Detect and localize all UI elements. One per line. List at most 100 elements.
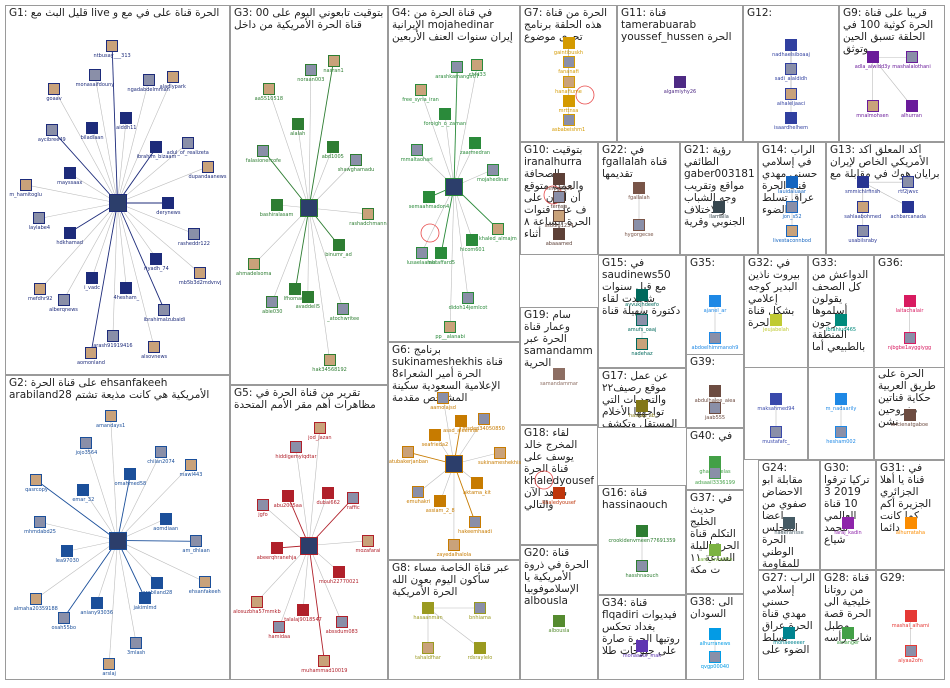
node-avatar[interactable] xyxy=(281,489,294,502)
node-avatar[interactable] xyxy=(437,391,450,404)
node-avatar[interactable] xyxy=(273,621,286,634)
node-avatar[interactable] xyxy=(45,123,58,136)
node-avatar[interactable] xyxy=(902,176,915,189)
node-avatar[interactable] xyxy=(835,313,847,326)
node-avatar[interactable] xyxy=(256,499,269,512)
node-avatar[interactable] xyxy=(61,545,74,558)
node-avatar[interactable] xyxy=(159,512,172,525)
node-avatar[interactable] xyxy=(553,191,565,204)
node-avatar[interactable] xyxy=(633,218,645,231)
node-avatar[interactable] xyxy=(90,596,103,609)
node-avatar[interactable] xyxy=(155,446,168,459)
node-avatar[interactable] xyxy=(412,486,425,499)
node-avatar[interactable] xyxy=(469,515,482,528)
node-avatar[interactable] xyxy=(434,495,447,508)
node-avatar[interactable] xyxy=(120,111,133,124)
node-avatar[interactable] xyxy=(198,575,211,588)
node-avatar[interactable] xyxy=(636,313,648,326)
node-avatar[interactable] xyxy=(86,271,99,284)
node-avatar[interactable] xyxy=(785,111,797,124)
node-avatar[interactable] xyxy=(461,292,474,304)
node-avatar[interactable] xyxy=(323,353,336,366)
node-avatar[interactable] xyxy=(866,99,879,112)
node-avatar[interactable] xyxy=(709,627,721,640)
node-avatar[interactable] xyxy=(103,658,116,671)
node-avatar[interactable] xyxy=(257,144,270,157)
node-avatar[interactable] xyxy=(313,422,326,435)
node-avatar[interactable] xyxy=(553,173,565,186)
node-avatar[interactable] xyxy=(447,538,460,551)
node-avatar[interactable] xyxy=(327,54,340,67)
node-avatar[interactable] xyxy=(785,87,797,100)
node-avatar[interactable] xyxy=(842,627,854,639)
node-avatar[interactable] xyxy=(770,392,782,405)
node-avatar[interactable] xyxy=(428,428,441,441)
node-avatar[interactable] xyxy=(709,384,721,397)
node-avatar[interactable] xyxy=(332,239,345,252)
node-avatar[interactable] xyxy=(713,200,725,213)
node-avatar[interactable] xyxy=(410,144,423,157)
node-avatar[interactable] xyxy=(553,614,565,627)
node-avatar[interactable] xyxy=(633,182,645,195)
node-avatar[interactable] xyxy=(785,39,797,52)
node-avatar[interactable] xyxy=(435,247,448,260)
node-avatar[interactable] xyxy=(905,51,918,64)
hub-node-avatar[interactable] xyxy=(108,194,127,212)
node-avatar[interactable] xyxy=(709,466,721,479)
node-avatar[interactable] xyxy=(786,224,798,237)
node-avatar[interactable] xyxy=(301,291,314,304)
node-avatar[interactable] xyxy=(786,176,798,189)
node-avatar[interactable] xyxy=(785,63,797,76)
node-avatar[interactable] xyxy=(63,167,76,180)
node-avatar[interactable] xyxy=(477,413,490,426)
node-avatar[interactable] xyxy=(842,517,854,529)
node-avatar[interactable] xyxy=(709,331,721,344)
node-avatar[interactable] xyxy=(786,200,798,213)
hub-node-avatar[interactable] xyxy=(300,199,318,217)
node-avatar[interactable] xyxy=(486,163,499,176)
node-avatar[interactable] xyxy=(33,212,46,225)
node-avatar[interactable] xyxy=(903,409,916,421)
node-avatar[interactable] xyxy=(905,99,918,112)
node-avatar[interactable] xyxy=(30,474,43,487)
node-avatar[interactable] xyxy=(562,56,575,69)
node-avatar[interactable] xyxy=(77,483,90,496)
node-avatar[interactable] xyxy=(289,283,302,296)
node-avatar[interactable] xyxy=(415,246,428,259)
node-avatar[interactable] xyxy=(904,609,917,622)
node-avatar[interactable] xyxy=(201,160,214,173)
node-avatar[interactable] xyxy=(332,565,345,578)
node-avatar[interactable] xyxy=(636,559,648,572)
node-avatar[interactable] xyxy=(471,59,484,72)
node-avatar[interactable] xyxy=(151,576,164,589)
node-avatar[interactable] xyxy=(270,198,283,211)
node-avatar[interactable] xyxy=(856,176,869,189)
node-avatar[interactable] xyxy=(184,458,197,471)
node-avatar[interactable] xyxy=(63,226,76,239)
node-avatar[interactable] xyxy=(422,602,434,614)
node-avatar[interactable] xyxy=(270,542,283,555)
node-avatar[interactable] xyxy=(636,639,648,652)
node-avatar[interactable] xyxy=(166,71,179,84)
node-avatar[interactable] xyxy=(162,197,175,209)
node-avatar[interactable] xyxy=(106,40,119,53)
node-avatar[interactable] xyxy=(34,283,47,296)
node-avatar[interactable] xyxy=(562,36,575,49)
node-avatar[interactable] xyxy=(326,141,339,154)
node-avatar[interactable] xyxy=(335,616,348,629)
node-avatar[interactable] xyxy=(361,207,374,220)
node-avatar[interactable] xyxy=(150,252,163,265)
node-avatar[interactable] xyxy=(158,304,171,317)
node-avatar[interactable] xyxy=(438,108,451,121)
node-avatar[interactable] xyxy=(493,446,506,459)
node-avatar[interactable] xyxy=(402,446,415,459)
node-avatar[interactable] xyxy=(674,75,686,88)
node-avatar[interactable] xyxy=(636,524,648,537)
node-avatar[interactable] xyxy=(903,331,916,344)
node-avatar[interactable] xyxy=(709,401,721,414)
hub-node-avatar[interactable] xyxy=(108,531,127,550)
node-avatar[interactable] xyxy=(422,191,435,204)
node-avatar[interactable] xyxy=(466,233,479,246)
node-avatar[interactable] xyxy=(347,491,360,504)
node-avatar[interactable] xyxy=(562,75,575,88)
